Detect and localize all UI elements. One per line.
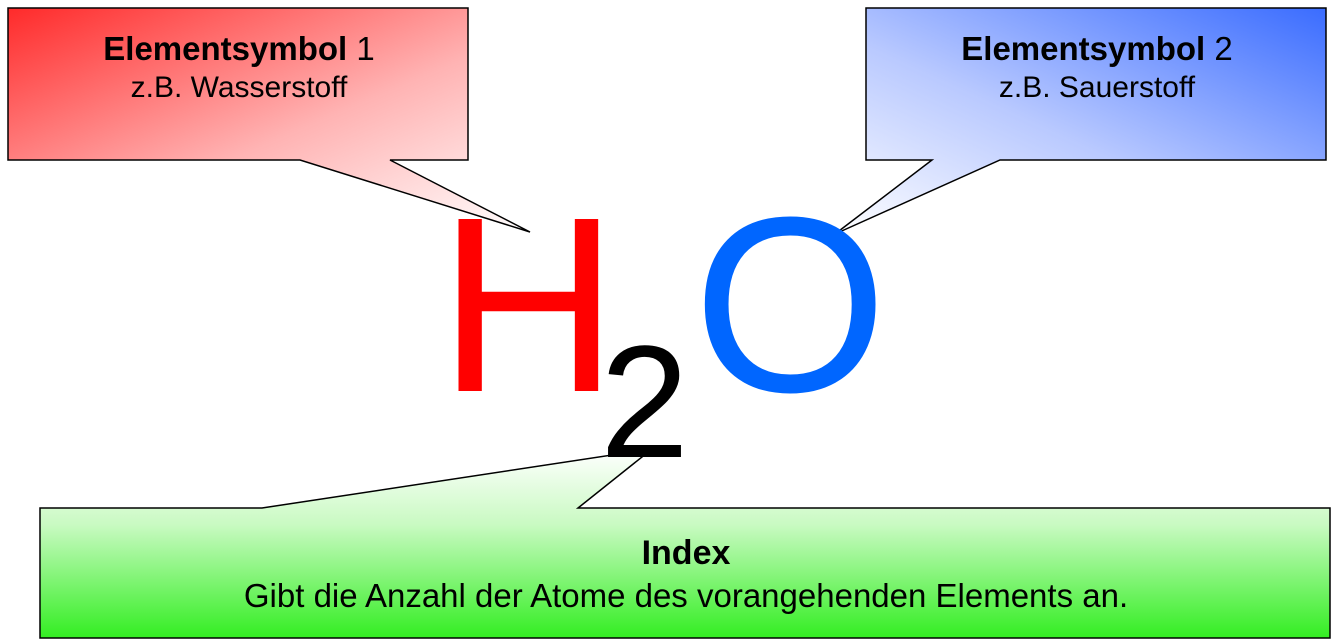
formula-element-2: O xyxy=(693,165,888,444)
callout-index-title: Index xyxy=(641,534,731,572)
callout-element-2: Elementsymbol 2 z.B. Sauerstoff xyxy=(870,28,1324,107)
callout-index-shape xyxy=(39,447,1331,639)
callout-element-2-shape xyxy=(834,7,1327,235)
callout-element-1: Elementsymbol 1 z.B. Wasserstoff xyxy=(12,28,466,107)
callout-index-description: Gibt die Anzahl der Atome des vorangehen… xyxy=(243,576,1129,614)
callout-element-2-label: Elementsymbol xyxy=(961,30,1206,67)
callout-element-1-shape xyxy=(7,7,531,233)
callout-element-1-number: 1 xyxy=(356,30,375,67)
callout-index: Index Gibt die Anzahl der Atome des vora… xyxy=(42,532,1330,616)
callout-element-2-title: Elementsymbol 2 xyxy=(870,28,1324,69)
callout-element-1-title: Elementsymbol 1 xyxy=(12,28,466,69)
callout-element-1-example: z.B. Wasserstoff xyxy=(130,71,348,105)
callout-element-2-example: z.B. Sauerstoff xyxy=(998,71,1196,105)
callout-element-2-number: 2 xyxy=(1214,30,1233,67)
formula-element-1: H xyxy=(438,165,619,444)
callout-element-1-label: Elementsymbol xyxy=(103,30,348,67)
formula-index: 2 xyxy=(600,312,689,491)
